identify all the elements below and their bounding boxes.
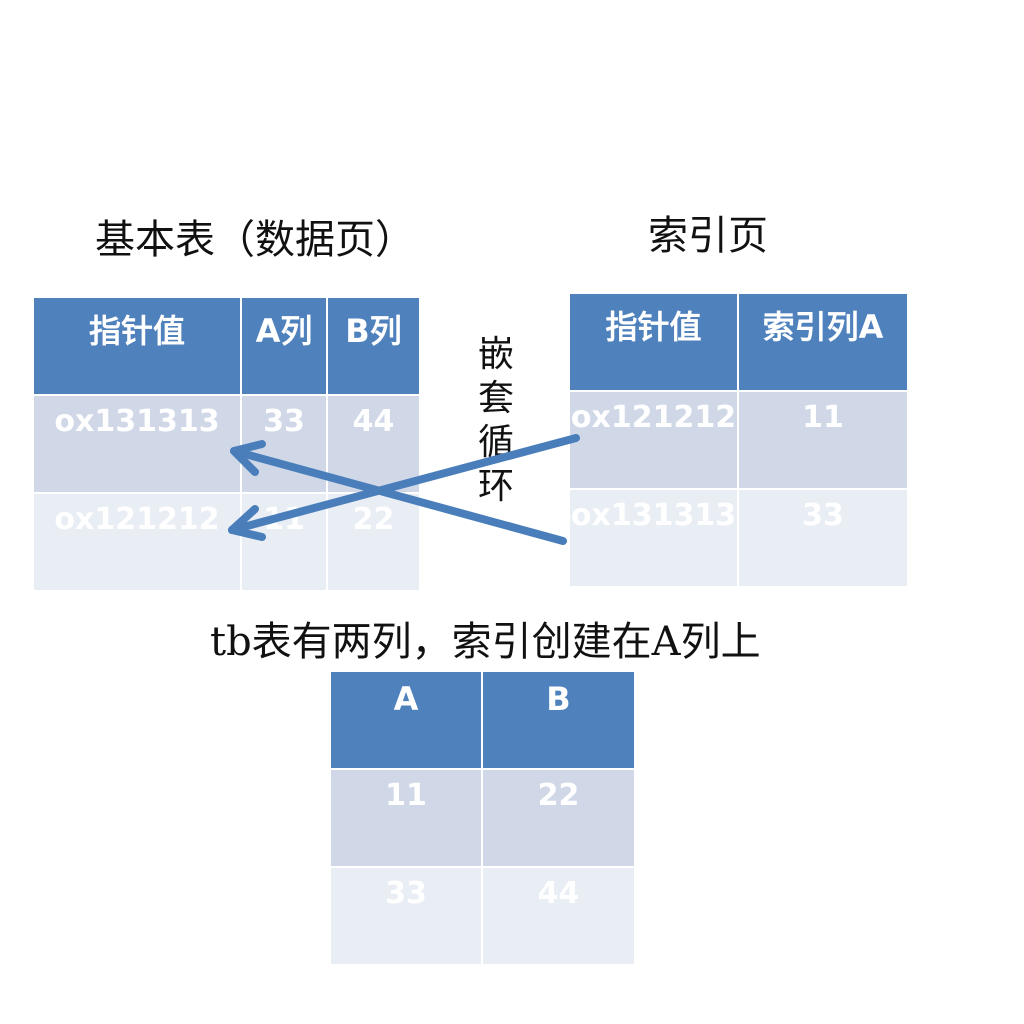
table-row: 11 22	[329, 768, 636, 868]
nested-loop-label: 嵌套循环	[477, 334, 514, 507]
tb-header-a: A	[329, 670, 483, 770]
base-table: 指针值 A列 B列 ox131313 33 44 ox121212 11 22	[32, 296, 421, 592]
base-cell-b: 44	[326, 394, 421, 494]
index-page-title: 索引页	[648, 213, 768, 259]
base-cell-a: 33	[240, 394, 328, 494]
base-cell-b: 22	[326, 492, 421, 592]
base-cell-a: 11	[240, 492, 328, 592]
base-header-pointer: 指针值	[32, 296, 242, 396]
base-cell-pointer: ox121212	[32, 492, 242, 592]
base-cell-pointer: ox131313	[32, 394, 242, 494]
table-row: ox121212 11 22	[32, 492, 421, 592]
index-cell-a: 33	[737, 488, 909, 588]
table-row: 33 44	[329, 866, 636, 966]
index-cell-pointer: ox121212	[568, 390, 739, 490]
tb-table-caption: tb表有两列，索引创建在A列上	[210, 619, 761, 665]
base-header-col-b: B列	[326, 296, 421, 396]
index-page-table: 指针值 索引列A ox121212 11 ox131313 33	[568, 292, 909, 588]
tb-cell-a: 11	[329, 768, 483, 868]
index-header-pointer: 指针值	[568, 292, 739, 392]
base-header-col-a: A列	[240, 296, 328, 396]
index-cell-a: 11	[737, 390, 909, 490]
tb-table: A B 11 22 33 44	[329, 670, 636, 966]
index-cell-pointer: ox131313	[568, 488, 739, 588]
tb-cell-b: 44	[481, 866, 636, 966]
tb-cell-b: 22	[481, 768, 636, 868]
base-table-title: 基本表（数据页）	[95, 217, 415, 263]
table-row: ox131313 33 44	[32, 394, 421, 494]
table-row: ox121212 11	[568, 390, 909, 490]
index-header-col-a: 索引列A	[737, 292, 909, 392]
tb-header-b: B	[481, 670, 636, 770]
tb-cell-a: 33	[329, 866, 483, 966]
table-row: ox131313 33	[568, 488, 909, 588]
